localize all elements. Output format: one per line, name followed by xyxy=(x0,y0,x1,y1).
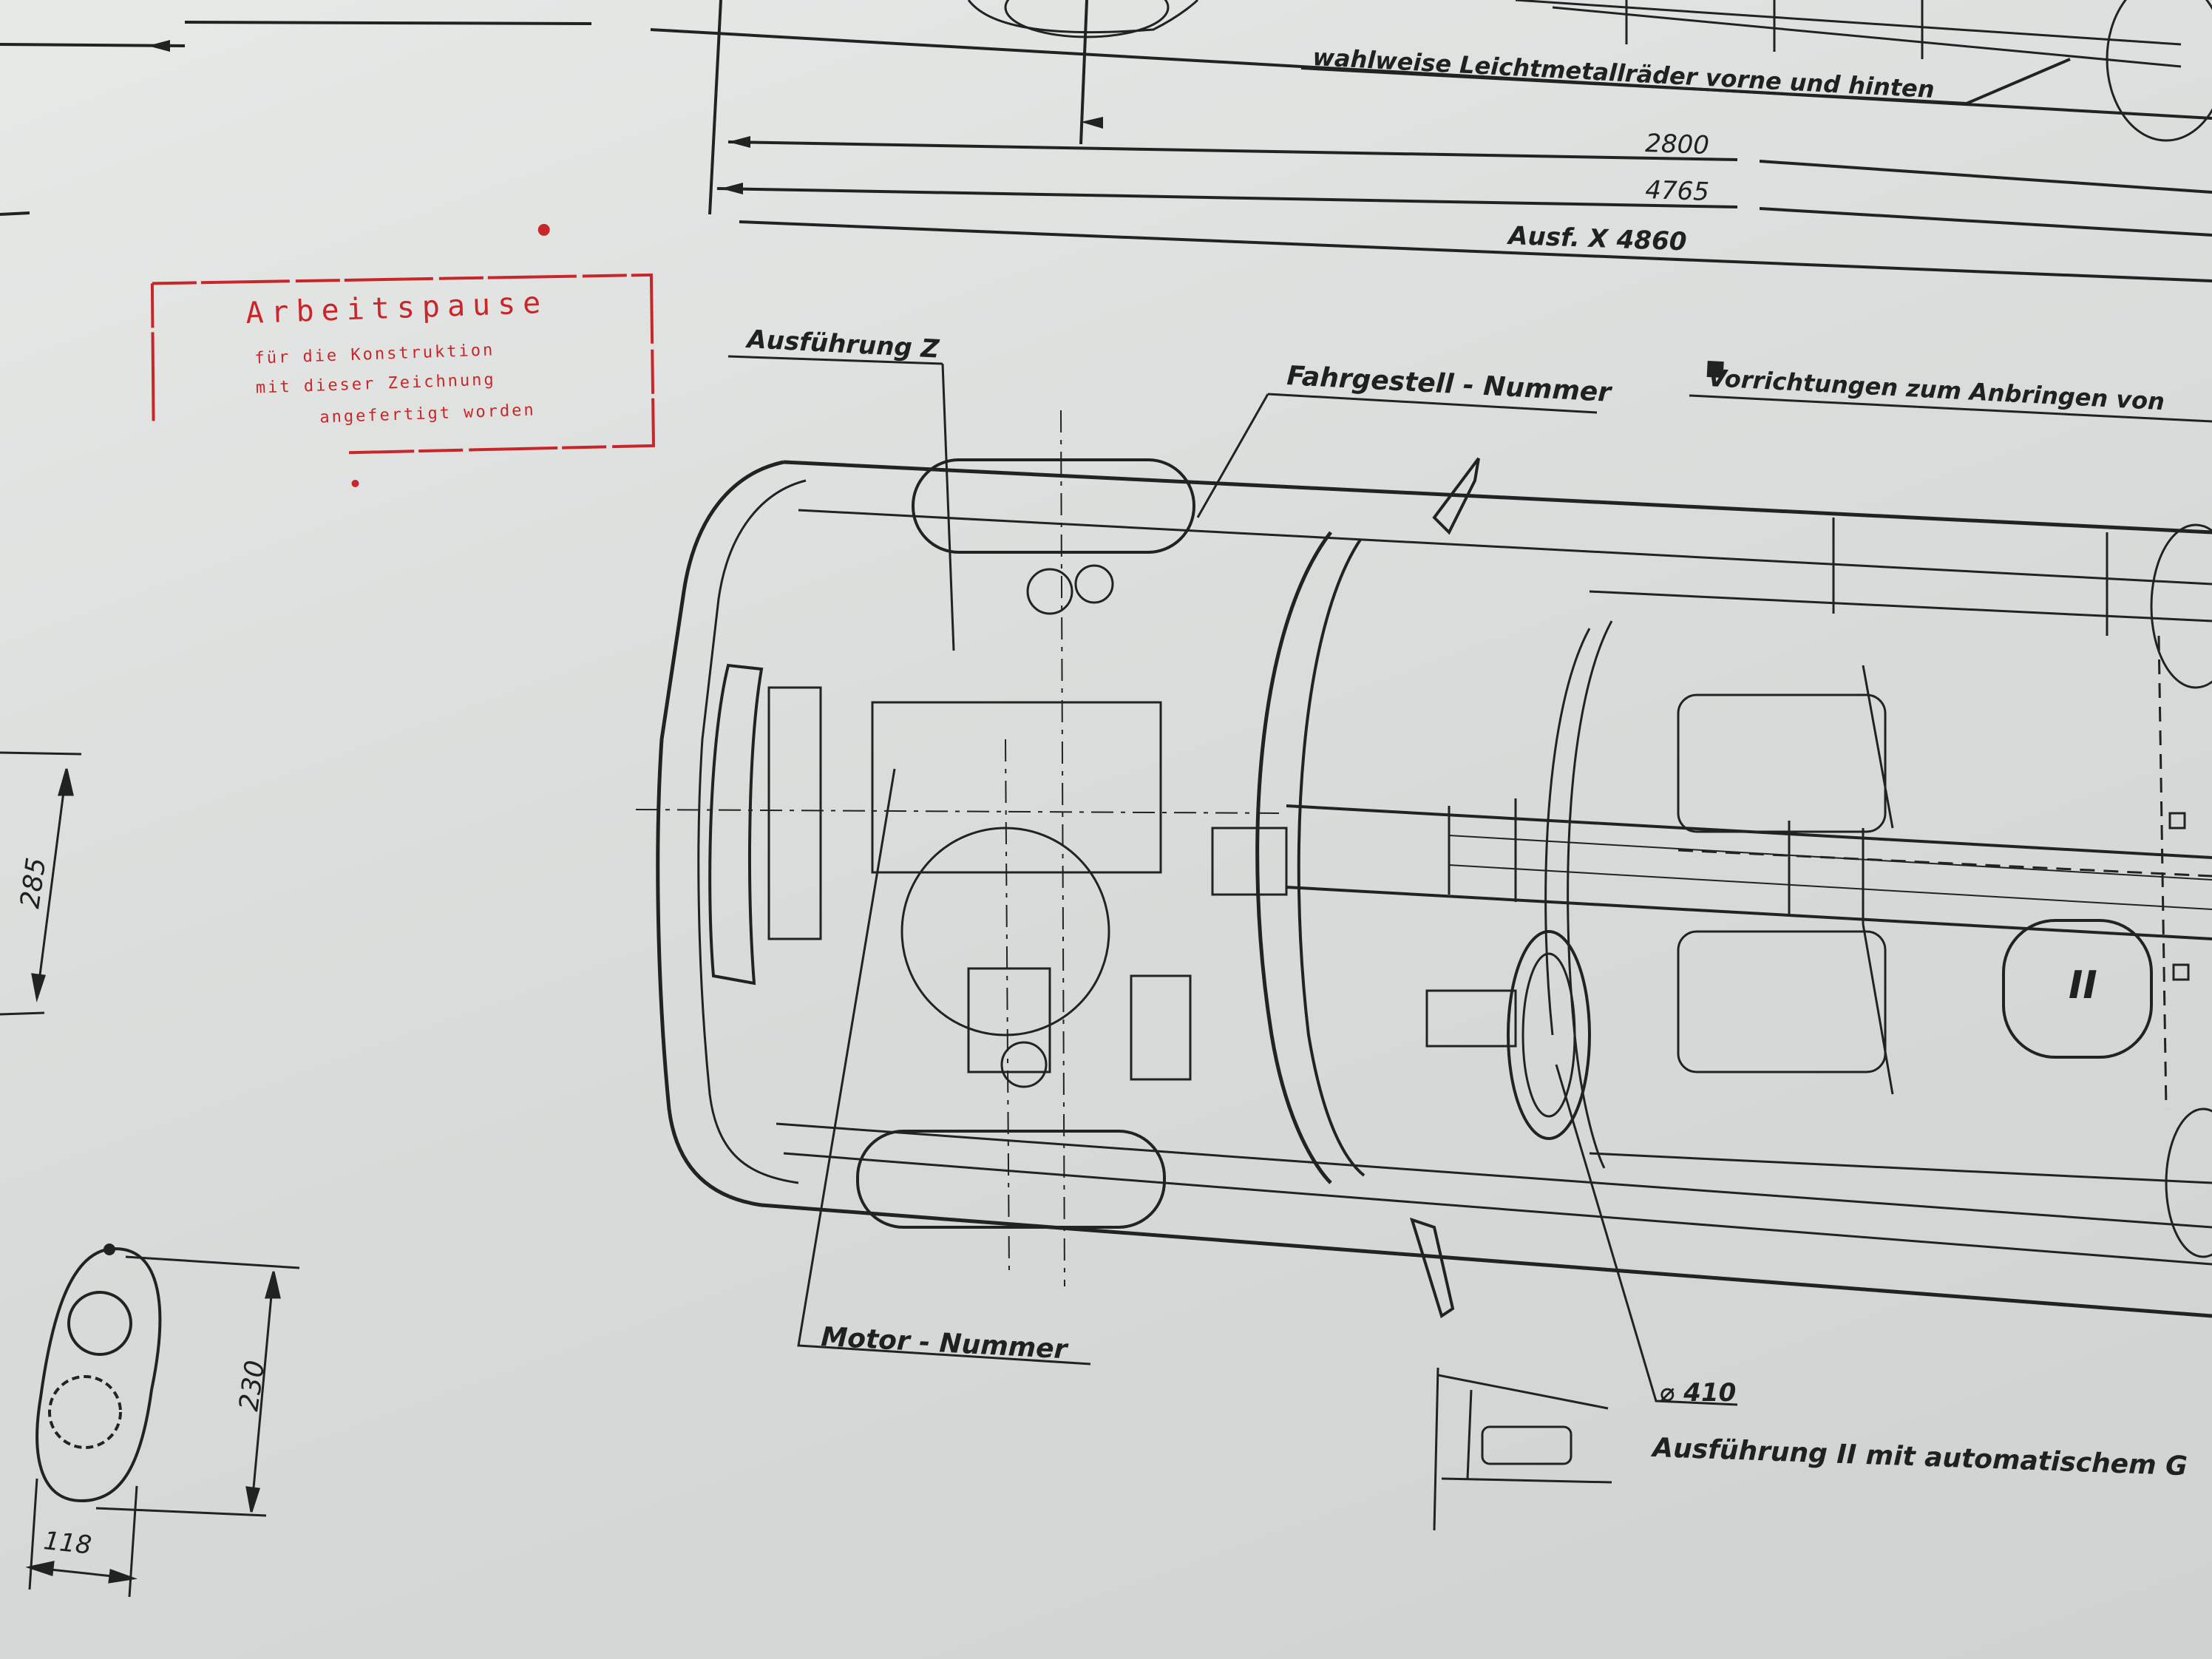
dim-285: 285 xyxy=(15,855,52,910)
dim-overall-length: 4765 xyxy=(1645,175,1710,207)
dim-230: 230 xyxy=(234,1358,271,1413)
top-car-fragment xyxy=(967,0,2212,142)
dimension-285 xyxy=(0,751,82,1016)
dim-wheelbase: 2800 xyxy=(1645,129,1710,160)
exhaust-outlet-detail xyxy=(35,1244,162,1503)
dimension-118 xyxy=(25,1478,138,1598)
label-engine-number: Motor - Nummer xyxy=(821,1322,1070,1365)
stamp-line-2: mit dieser Zeichnung xyxy=(255,370,496,397)
arbeitspause-stamp: Arbeitspause für die Konstruktion mit di… xyxy=(150,223,656,487)
stamp-line-1: für die Konstruktion xyxy=(254,341,495,367)
wheels-note: wahlweise Leichtmetallräder vorne und hi… xyxy=(1312,43,1936,104)
label-chassis-number: Fahrgestell - Nummer xyxy=(1286,361,1614,408)
tank-marker: II xyxy=(2069,963,2097,1008)
stamp-line-3: angefertigt worden xyxy=(319,401,536,427)
dimension-230 xyxy=(95,1255,300,1517)
car-plan-view xyxy=(635,410,2212,1319)
label-variant-ii: Ausführung II mit automatischem G xyxy=(1650,1433,2188,1482)
top-dimension-lines xyxy=(0,0,2212,282)
dim-variant-x-length: Ausf. X 4860 xyxy=(1506,221,1687,257)
stamp-title: Arbeitspause xyxy=(245,286,549,330)
variant-ii-detail xyxy=(1433,1367,1612,1531)
label-diameter-410: ⌀ 410 xyxy=(1660,1378,1736,1408)
mounting-marker-icon xyxy=(1706,360,1724,379)
dimension-arrowheads xyxy=(148,40,1103,194)
dim-118: 118 xyxy=(42,1526,93,1561)
